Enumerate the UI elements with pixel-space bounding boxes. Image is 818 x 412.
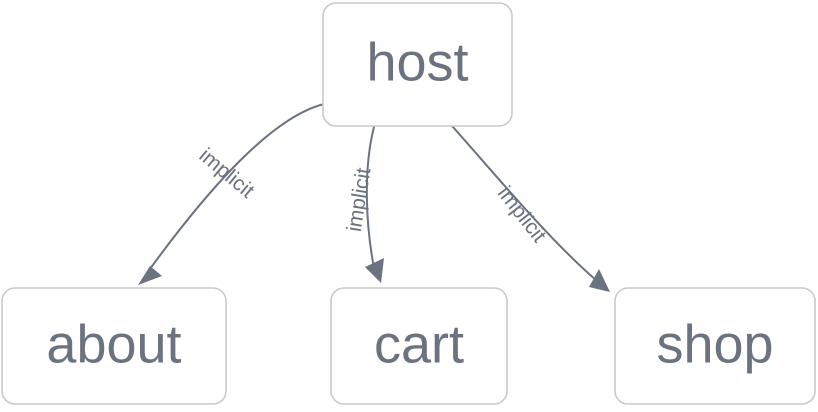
node-cart[interactable]: cart <box>330 287 508 405</box>
edge-label-wrap-host-shop: implicit <box>493 182 551 247</box>
edge-arrowhead-host-about <box>138 266 162 285</box>
node-host[interactable]: host <box>322 2 513 127</box>
edge-arrowhead-host-cart <box>365 258 384 283</box>
edge-label-host-cart: implicit <box>343 166 376 233</box>
edge-arrowhead-host-shop <box>589 269 610 292</box>
node-host-label: host <box>366 32 468 92</box>
node-shop-box <box>614 287 816 405</box>
node-shop-label: shop <box>656 314 773 374</box>
edge-path-host-cart <box>365 126 375 269</box>
node-cart-label: cart <box>374 314 464 374</box>
node-about-label: about <box>46 314 181 374</box>
node-about-box <box>1 287 227 405</box>
edge-label-host-shop: implicit <box>493 182 551 247</box>
node-cart-box <box>330 287 508 405</box>
edge-label-wrap-host-cart: implicit <box>343 166 376 233</box>
edge-group-host-shop[interactable]: implicit <box>451 125 610 292</box>
edge-group-host-about[interactable]: implicit <box>138 103 325 285</box>
node-shop[interactable]: shop <box>614 287 816 405</box>
edge-path-host-about <box>146 103 325 274</box>
node-host-box <box>322 2 513 127</box>
edge-group-host-cart[interactable]: implicit <box>343 126 384 283</box>
edge-path-host-shop <box>451 125 598 282</box>
node-about[interactable]: about <box>1 287 227 405</box>
